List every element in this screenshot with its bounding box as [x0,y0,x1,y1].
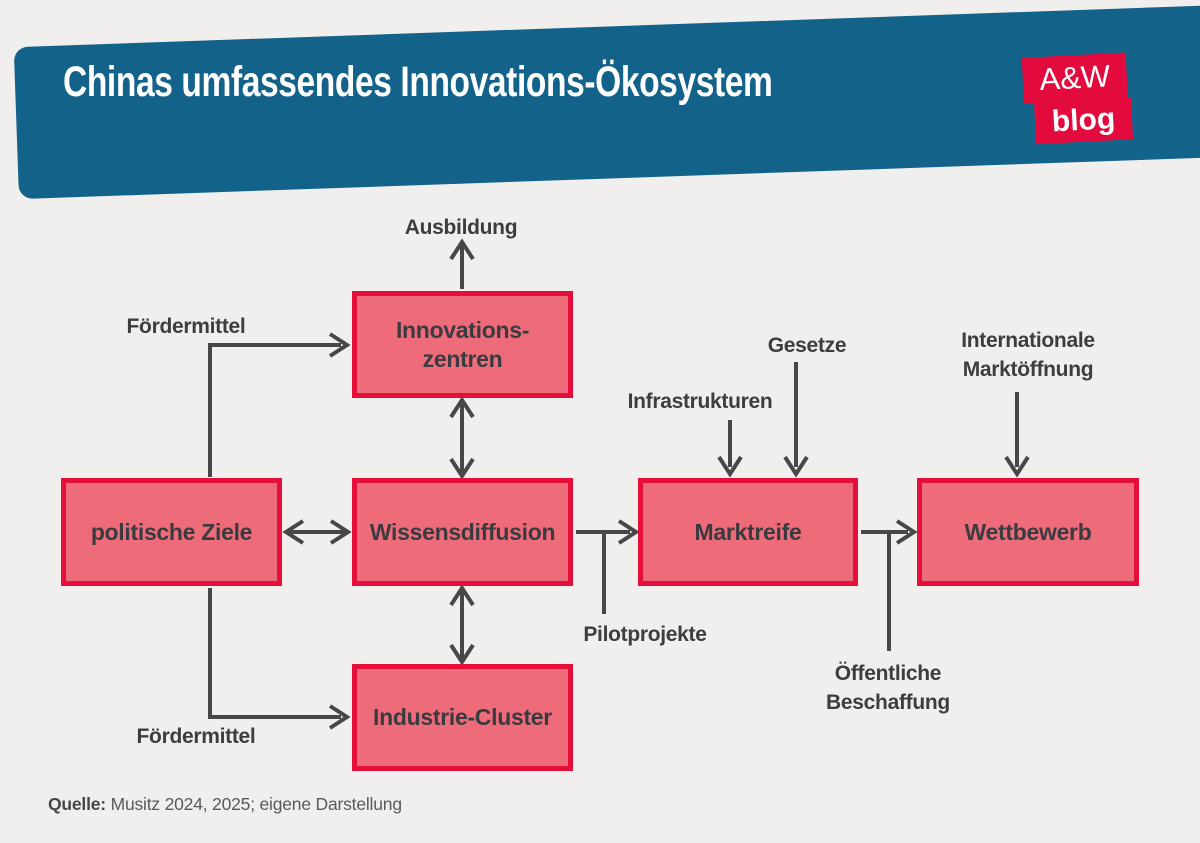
node-label: Wissensdiffusion [369,518,556,545]
node-industrie-cluster: Industrie-Cluster [352,664,573,771]
node-wissensdiffusion: Wissensdiffusion [352,478,573,586]
arrow-gesetze-marktreife [783,362,809,478]
source-text: Musitz 2024, 2025; eigene Darstellung [105,794,402,814]
source-note: Quelle: Musitz 2024, 2025; eigene Darste… [48,794,402,815]
arrow-wissensdiffusion-marktreife [576,519,640,545]
node-innovationszentren: Innovations- zentren [352,291,573,398]
label-pilotprojekte: Pilotprojekte [583,623,707,646]
logo-blog-text: blog [1034,97,1134,145]
aw-blog-logo[interactable]: A&W blog [1021,52,1137,150]
logo-aw-text: A&W [1021,52,1128,104]
label-foerdermittel-top: Fördermittel [126,315,246,338]
label-gesetze: Gesetze [767,334,847,357]
arrow-innovationszentren-wissensdiffusion [449,396,475,480]
label-foerdermittel-bottom: Fördermittel [136,725,256,748]
node-label: zentren [422,345,503,372]
label-line: Internationale [961,329,1095,352]
arrow-foerdermittel-bottom [208,588,351,730]
arrow-marktreife-wettbewerb [861,519,918,545]
source-label: Quelle: [48,794,106,814]
node-label: Innovations- [395,316,530,343]
node-marktreife: Marktreife [638,478,858,586]
label-oeffentliche-beschaffung: Öffentliche Beschaffung [768,660,1008,718]
arrow-infrastrukturen-marktreife [717,420,743,478]
label-line: Öffentliche [834,662,942,685]
arrow-wissensdiffusion-industrie-cluster [449,584,475,666]
node-wettbewerb: Wettbewerb [917,478,1139,586]
label-internationale-marktoeffnung: Internationale Marktöffnung [908,327,1148,385]
arrow-marktoeffnung-wettbewerb [1004,392,1030,478]
page-title: Chinas umfassendes Innovations-Ökosystem [63,58,773,106]
node-label: Industrie-Cluster [373,704,552,731]
label-line: Marktöffnung [962,357,1094,381]
arrow-politische-ziele-wissensdiffusion [282,519,352,545]
node-label: politische Ziele [90,518,253,545]
label-ausbildung: Ausbildung [404,216,518,239]
node-label: Marktreife [694,518,802,545]
label-infrastrukturen: Infrastrukturen [627,390,773,413]
label-line: Beschaffung [826,690,950,714]
arrow-innovationszentren-ausbildung [449,238,475,289]
node-label: Wettbewerb [964,518,1092,545]
node-politische-ziele: politische Ziele [61,478,282,586]
arrow-foerdermittel-top [208,332,351,477]
